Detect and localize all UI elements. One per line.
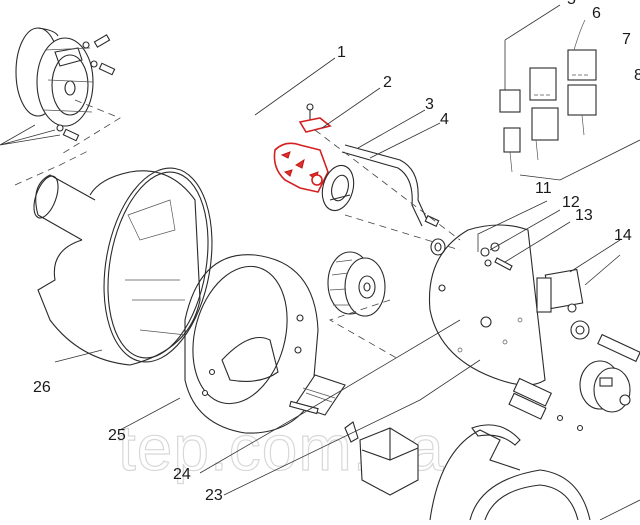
ignition-transformer	[536, 268, 590, 340]
callout-4: 4	[440, 111, 449, 128]
callout-7: 7	[622, 31, 631, 48]
screw	[82, 34, 111, 49]
screw	[90, 60, 116, 76]
callout-1: 1	[337, 44, 346, 61]
leader-lines	[54, 57, 640, 521]
callout-6: 6	[592, 5, 601, 22]
callout-11: 11	[535, 180, 552, 197]
highlighted-ignition-assembly	[273, 103, 332, 193]
screw	[56, 124, 80, 142]
connectors	[499, 4, 640, 181]
flange-assembly	[0, 27, 121, 156]
callout-14: 14	[614, 227, 632, 244]
callout-12: 12	[562, 194, 580, 211]
bracket	[289, 374, 346, 416]
callout-24: 24	[173, 466, 191, 483]
callout-25: 25	[108, 427, 126, 444]
callout-labels: 1 2 3 4 5 6 7 8 11 12 13 14 23 24 25 26	[33, 0, 640, 504]
callout-8: 8	[634, 67, 640, 84]
control-box	[344, 421, 419, 496]
callout-23: 23	[205, 487, 223, 504]
mounting-plate	[428, 224, 546, 386]
callout-13: 13	[575, 207, 593, 224]
nut	[430, 238, 446, 256]
casing-cover	[429, 424, 591, 521]
electrode-holder-red	[298, 117, 332, 133]
motor	[579, 333, 640, 413]
callout-26: 26	[33, 379, 51, 396]
nozzle-disc	[321, 164, 355, 212]
fan-wheel	[327, 251, 401, 361]
air-guide-plate	[184, 254, 319, 434]
capacitor	[508, 377, 584, 432]
callout-5: 5	[567, 0, 576, 8]
callout-3: 3	[425, 96, 434, 113]
burner-housing	[14, 149, 213, 366]
callout-2: 2	[383, 74, 392, 91]
